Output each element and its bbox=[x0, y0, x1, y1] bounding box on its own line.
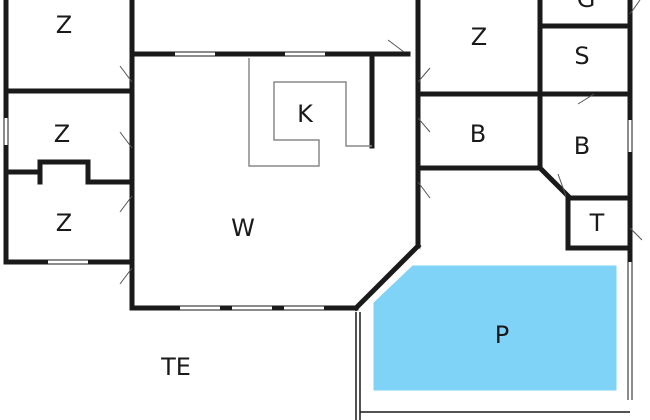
room-label-kitchen: K bbox=[297, 100, 314, 128]
room-label-toilet: T bbox=[589, 209, 605, 237]
room-label-bedroom-right: Z bbox=[471, 23, 487, 51]
room-label-living: W bbox=[231, 214, 255, 242]
room-label-bath-far-right: B bbox=[574, 132, 590, 160]
doors bbox=[119, 0, 643, 285]
room-label-bath-right: B bbox=[470, 120, 486, 148]
pool bbox=[370, 262, 620, 394]
room-label-bedroom-top-left: Z bbox=[56, 11, 72, 39]
room-label-bedroom-left-middle: Z bbox=[54, 120, 70, 148]
windows bbox=[3, 51, 633, 400]
room-label-bedroom-left-lower: Z bbox=[56, 209, 72, 237]
room-label-terrace: TE bbox=[160, 353, 191, 381]
pool-enclosure bbox=[355, 312, 630, 420]
kitchen-counter bbox=[248, 58, 372, 167]
room-label-garage: G bbox=[577, 0, 596, 13]
room-label-storage: S bbox=[574, 42, 589, 70]
walls bbox=[3, 0, 633, 312]
room-label-pool: P bbox=[495, 321, 509, 349]
